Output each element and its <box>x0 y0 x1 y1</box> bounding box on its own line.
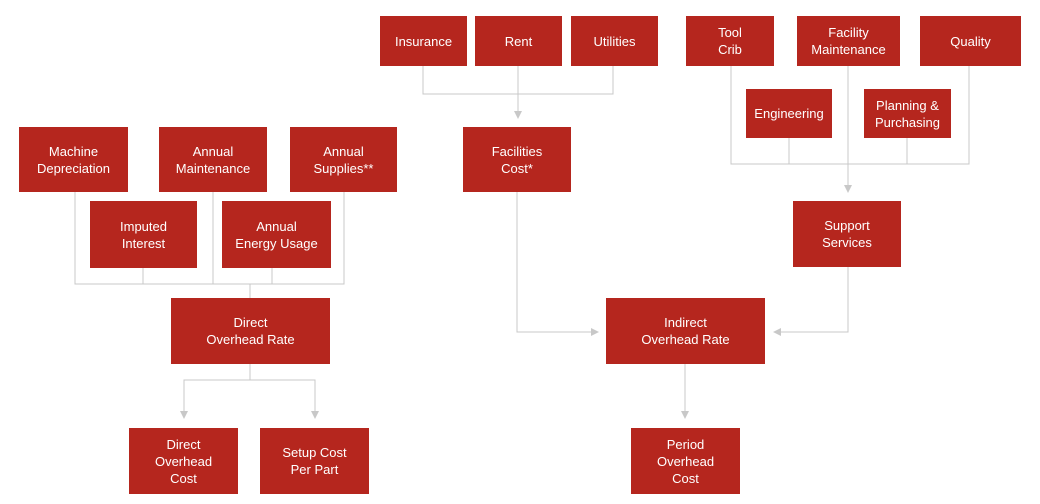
node-insurance: Insurance <box>380 16 467 66</box>
node-indirect-overhead-rate: Indirect Overhead Rate <box>606 298 765 364</box>
node-rent: Rent <box>475 16 562 66</box>
node-planning-purchasing: Planning & Purchasing <box>864 89 951 138</box>
connector-support-to-indirect <box>773 267 849 336</box>
node-tool-crib: Tool Crib <box>686 16 774 66</box>
node-quality: Quality <box>920 16 1021 66</box>
node-utilities: Utilities <box>571 16 658 66</box>
node-annual-supplies: Annual Supplies** <box>290 127 397 192</box>
node-facility-maintenance: Facility Maintenance <box>797 16 900 66</box>
node-annual-maintenance: Annual Maintenance <box>159 127 267 192</box>
connector-facilities-to-indirect <box>516 192 599 336</box>
node-period-overhead-cost: Period Overhead Cost <box>631 428 740 494</box>
node-support-services: Support Services <box>793 201 901 267</box>
node-setup-cost-per-part: Setup Cost Per Part <box>260 428 369 494</box>
connector-to-setup-cost <box>250 379 319 419</box>
node-direct-overhead-cost: Direct Overhead Cost <box>129 428 238 494</box>
node-machine-depreciation: Machine Depreciation <box>19 127 128 192</box>
node-direct-overhead-rate: Direct Overhead Rate <box>171 298 330 364</box>
node-facilities-cost: Facilities Cost* <box>463 127 571 192</box>
node-imputed-interest: Imputed Interest <box>90 201 197 268</box>
node-engineering: Engineering <box>746 89 832 138</box>
connector-machine-depreciation <box>74 192 345 285</box>
connector-tool-crib <box>730 66 970 165</box>
node-annual-energy-usage: Annual Energy Usage <box>222 201 331 268</box>
connector-direct-rate-out <box>180 364 251 419</box>
